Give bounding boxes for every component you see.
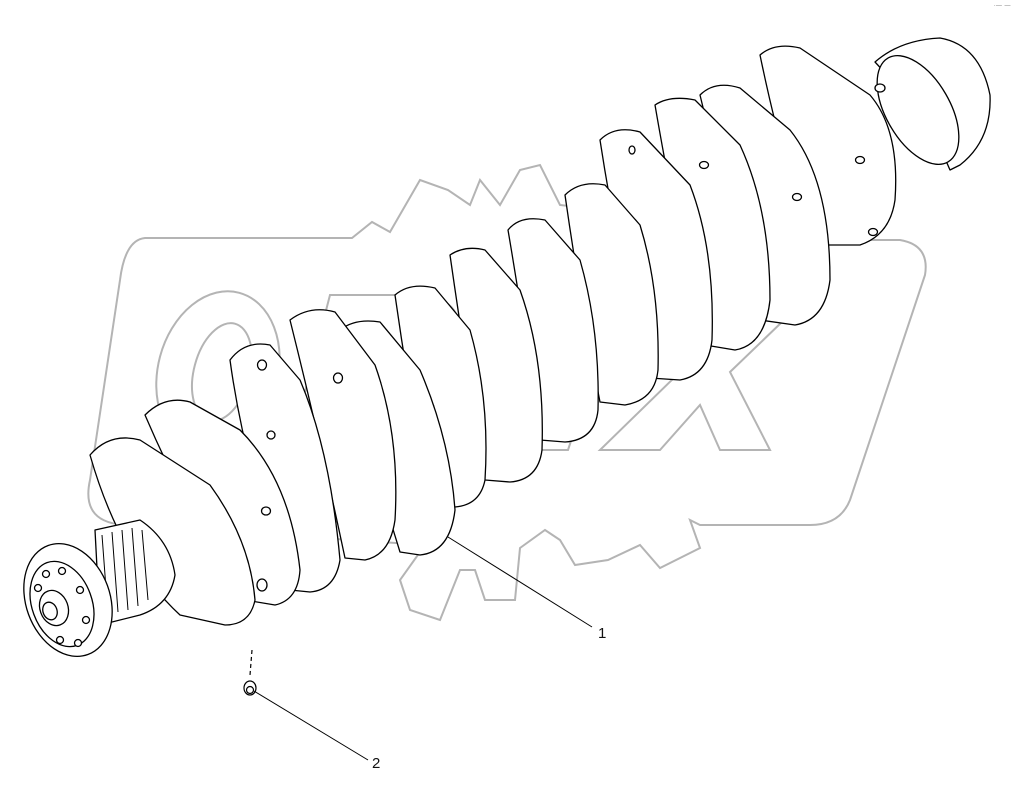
plug-part [243, 649, 257, 696]
leader-lines [253, 536, 593, 761]
leader-line-2 [253, 690, 369, 761]
crankshaft [23, 37, 991, 658]
leader-line-1 [447, 536, 593, 628]
front-gear [94, 519, 176, 626]
web-10 [289, 309, 397, 561]
corner-mark: ·— — [993, 3, 1011, 9]
front-pulley-hub [23, 542, 113, 658]
callout-1[interactable]: 1 [598, 625, 607, 642]
callout-2[interactable]: 2 [372, 755, 381, 772]
rear-flange [874, 37, 991, 171]
